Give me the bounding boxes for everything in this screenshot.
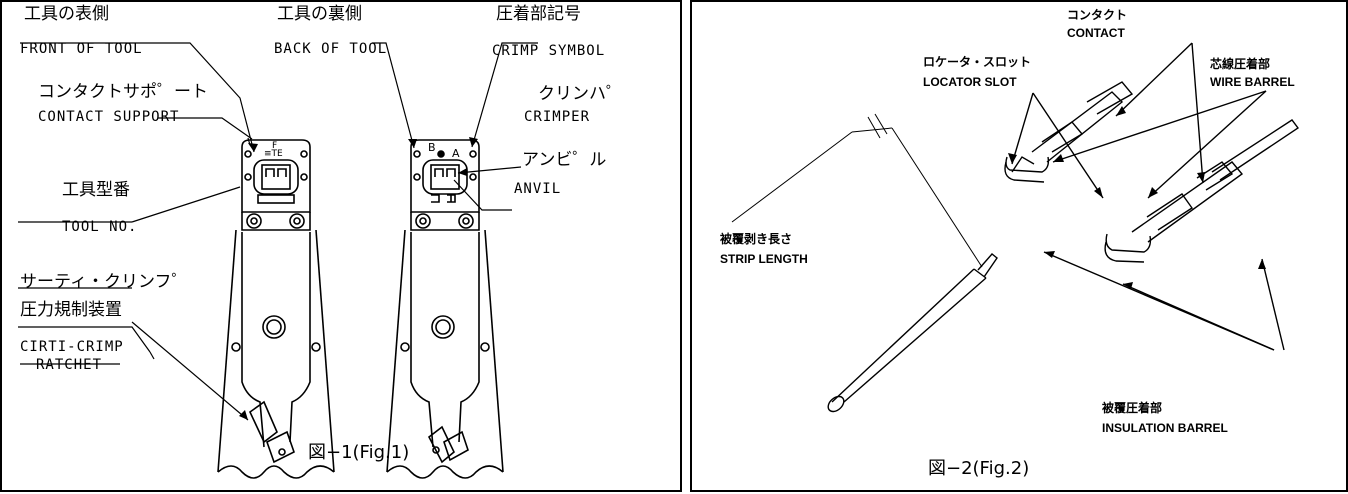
crimp-symbol-jp-label: 圧着部記号	[496, 4, 581, 24]
crimp-symbol-en-label: CRIMP SYMBOL	[492, 43, 606, 59]
leader-lines-fig1	[18, 42, 538, 421]
front-f-mark: F	[272, 141, 278, 151]
front-tool	[217, 139, 335, 479]
contact-support-en-label: CONTACT SUPPORT	[38, 109, 180, 125]
contact-strip-drawing	[731, 42, 1300, 413]
locator-slot-jp-label: ロケータ・スロット	[923, 55, 1032, 69]
back-of-tool-en-label: BACK OF TOOL	[274, 41, 388, 57]
figure-2-panel: コンタクト CONTACT ロケータ・スロット LOCATOR SLOT 芯線圧…	[690, 0, 1348, 492]
crimp-tool-drawing	[18, 42, 538, 479]
figure-1-caption: 図−1(Fig.1)	[308, 442, 410, 463]
strip-length-dimension	[731, 113, 983, 268]
ratchet-en-label-1: CIRTI-CRIMP	[20, 339, 124, 355]
tool-no-jp-label: 工具型番	[62, 180, 130, 200]
ratchet-jp-label-2: 圧力規制装置	[20, 300, 122, 320]
strip-length-jp-label: 被覆剥き長さ	[720, 232, 793, 246]
locator-slot-en-label: LOCATOR SLOT	[923, 75, 1017, 89]
insulation-barrel-en-label: INSULATION BARREL	[1102, 421, 1228, 435]
wire-barrel-jp-label: 芯線圧着部	[1210, 57, 1271, 71]
anvil-en-label: ANVIL	[514, 181, 562, 197]
figure-1-panel: 工具の表側 FRONT OF TOOL 工具の裏側 BACK OF TOOL 圧…	[0, 0, 682, 492]
back-of-tool-jp-label: 工具の裏側	[277, 4, 362, 24]
wire-barrel-en-label: WIRE BARREL	[1210, 75, 1295, 89]
back-b-mark: B	[428, 141, 436, 154]
tool-no-en-label: TOOL NO.	[62, 219, 138, 235]
contact-1	[1004, 81, 1134, 183]
front-of-tool-en-label: FRONT OF TOOL	[20, 41, 143, 57]
pointer-arrows-fig2	[1011, 42, 1285, 351]
stripped-wire	[827, 253, 998, 413]
contact-jp-label: コンタクト	[1067, 8, 1128, 22]
figure-2-caption: 図−2(Fig.2)	[928, 458, 1030, 479]
front-of-tool-jp-label: 工具の表側	[24, 4, 109, 24]
anvil-jp-label: アンビ゜ル	[522, 150, 607, 170]
arrowheads-fig2	[1008, 106, 1266, 289]
contact-support-jp-label: コンタクトサポ゜ート	[38, 82, 208, 102]
ratchet-jp-label-1: サーティ・クリンフ゜	[20, 272, 189, 292]
te-logo-mark: ≡TE	[264, 149, 283, 159]
back-a-mark: A	[452, 147, 460, 160]
strip-length-en-label: STRIP LENGTH	[720, 252, 808, 266]
contact-2	[1104, 119, 1300, 263]
crimper-en-label: CRIMPER	[524, 109, 591, 125]
arrowheads-fig1	[239, 137, 478, 420]
back-tool	[386, 139, 504, 479]
insulation-barrel-jp-label: 被覆圧着部	[1102, 401, 1163, 415]
ratchet-en-label-2: RATCHET	[36, 357, 103, 373]
contact-en-label: CONTACT	[1067, 26, 1125, 40]
crimper-jp-label: クリンハ゜	[538, 84, 623, 104]
